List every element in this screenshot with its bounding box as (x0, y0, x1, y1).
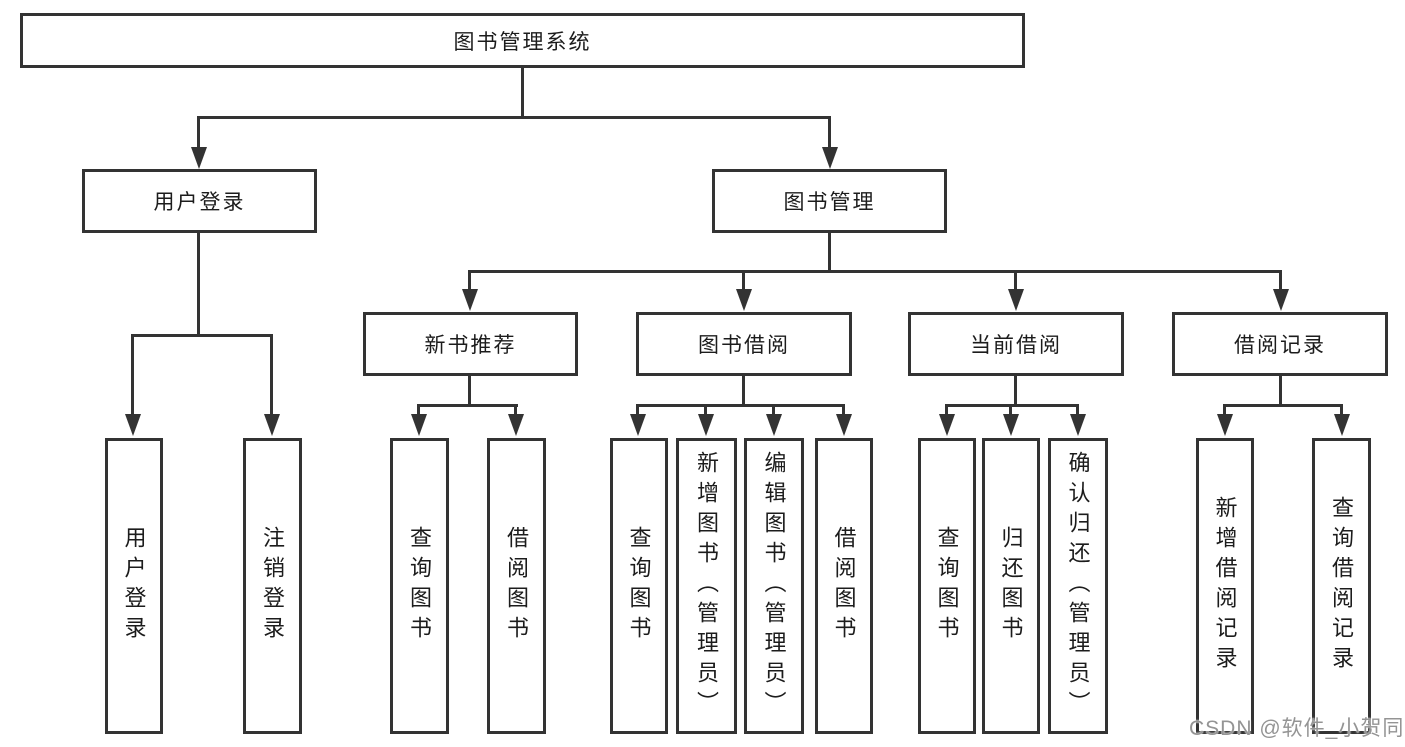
node-book-management-label: 图书管理 (783, 191, 876, 214)
node-query-books-current-label: 查询图书 (934, 526, 960, 646)
node-borrowing-records: 借阅记录 (1172, 312, 1388, 376)
node-book-borrowing-label: 图书借阅 (698, 334, 790, 357)
connector-line (1014, 270, 1017, 292)
node-query-books-current: 查询图书 (918, 438, 976, 734)
connector-line (772, 404, 775, 418)
connector-line (945, 404, 948, 418)
connector-arrowhead (736, 289, 752, 311)
node-return-books-label: 归还图书 (998, 526, 1024, 646)
connector-line (468, 270, 1282, 273)
connector-arrowhead (630, 414, 646, 436)
connector-line (514, 404, 517, 418)
connector-arrowhead (508, 414, 524, 436)
node-edit-books-admin-label: 编辑图书（管理员） (761, 451, 787, 721)
connector-line (828, 233, 831, 273)
node-query-borrow-record-label: 查询借阅记录 (1329, 496, 1355, 676)
node-add-books-admin: 新增图书（管理员） (676, 438, 737, 734)
node-user-login-action-label: 用户登录 (121, 526, 147, 646)
connector-line (1014, 376, 1017, 407)
node-add-books-admin-label: 新增图书（管理员） (694, 451, 720, 721)
connector-line (270, 334, 273, 416)
connector-line (1223, 404, 1343, 407)
connector-arrowhead (191, 147, 207, 169)
node-logout-label: 注销登录 (260, 526, 286, 646)
connector-arrowhead (822, 147, 838, 169)
node-query-books-recommend: 查询图书 (390, 438, 449, 734)
connector-arrowhead (411, 414, 427, 436)
connector-line (197, 116, 200, 149)
connector-arrowhead (939, 414, 955, 436)
node-book-borrowing: 图书借阅 (636, 312, 852, 376)
connector-line (468, 376, 471, 407)
node-user-login-action: 用户登录 (105, 438, 163, 734)
connector-arrowhead (1070, 414, 1086, 436)
connector-line (197, 233, 200, 337)
connector-line (417, 404, 420, 418)
connector-arrowhead (1273, 289, 1289, 311)
connector-line (637, 404, 845, 407)
connector-line (468, 270, 471, 292)
connector-arrowhead (1217, 414, 1233, 436)
connector-line (1076, 404, 1079, 418)
node-library-system-label: 图书管理系统 (453, 30, 592, 54)
connector-line (1340, 404, 1343, 418)
connector-arrowhead (125, 414, 141, 436)
connector-arrowhead (836, 414, 852, 436)
node-query-borrow-record: 查询借阅记录 (1312, 438, 1371, 734)
node-new-book-recommend: 新书推荐 (363, 312, 578, 376)
node-query-books-borrowing: 查询图书 (610, 438, 668, 734)
connector-arrowhead (264, 414, 280, 436)
node-confirm-return-admin-label: 确认归还（管理员） (1065, 451, 1091, 721)
node-borrow-books-borrowing: 借阅图书 (815, 438, 873, 734)
node-user-login-label: 用户登录 (153, 191, 246, 214)
connector-line (1279, 376, 1282, 407)
connector-line (842, 404, 845, 418)
node-edit-books-admin: 编辑图书（管理员） (744, 438, 804, 734)
node-return-books: 归还图书 (982, 438, 1040, 734)
node-library-system: 图书管理系统 (20, 13, 1025, 68)
node-confirm-return-admin: 确认归还（管理员） (1048, 438, 1108, 734)
node-user-login: 用户登录 (82, 169, 317, 233)
connector-line (1223, 404, 1226, 418)
connector-line (742, 376, 745, 407)
connector-arrowhead (1003, 414, 1019, 436)
node-borrowing-records-label: 借阅记录 (1234, 334, 1326, 357)
node-current-borrowing: 当前借阅 (908, 312, 1124, 376)
node-borrow-books-recommend: 借阅图书 (487, 438, 546, 734)
connector-line (828, 116, 831, 149)
connector-line (131, 334, 273, 337)
connector-line (945, 404, 1079, 407)
node-borrow-books-borrowing-label: 借阅图书 (831, 526, 857, 646)
connector-line (704, 404, 707, 418)
node-query-books-recommend-label: 查询图书 (407, 526, 433, 646)
node-current-borrowing-label: 当前借阅 (970, 334, 1062, 357)
connector-arrowhead (462, 289, 478, 311)
watermark: CSDN @软件_小贺同学 (1189, 717, 1405, 740)
connector-line (636, 404, 639, 418)
connector-arrowhead (1334, 414, 1350, 436)
node-borrow-books-recommend-label: 借阅图书 (504, 526, 530, 646)
connector-arrowhead (766, 414, 782, 436)
connector-line (521, 68, 524, 118)
connector-line (1009, 404, 1012, 418)
connector-line (1279, 270, 1282, 292)
node-add-borrow-record-label: 新增借阅记录 (1212, 496, 1238, 676)
node-new-book-recommend-label: 新书推荐 (424, 334, 517, 357)
connector-arrowhead (698, 414, 714, 436)
connector-line (197, 116, 831, 119)
connector-line (742, 270, 745, 292)
node-logout: 注销登录 (243, 438, 302, 734)
node-add-borrow-record: 新增借阅记录 (1196, 438, 1254, 734)
connector-arrowhead (1008, 289, 1024, 311)
node-book-management: 图书管理 (712, 169, 947, 233)
connector-line (131, 334, 134, 416)
node-query-books-borrowing-label: 查询图书 (626, 526, 652, 646)
